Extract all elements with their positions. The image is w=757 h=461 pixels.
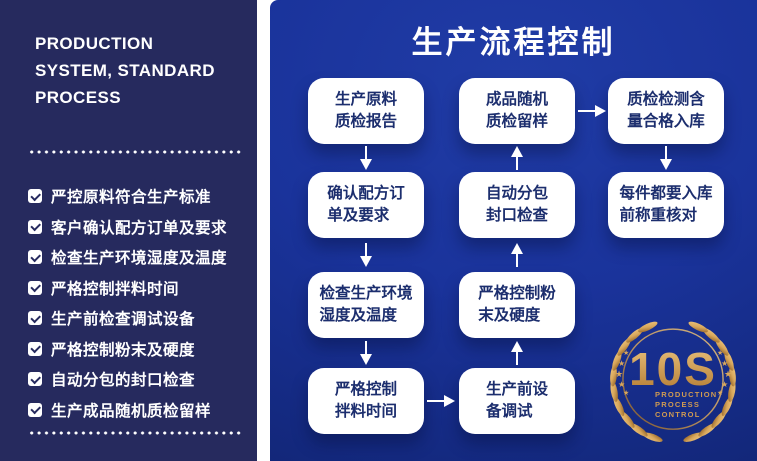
arrow-down-icon xyxy=(360,341,372,365)
flow-step-7: 自动分包 封口检查 xyxy=(459,172,575,238)
sidebar-heading-line: PROCESS xyxy=(35,88,121,107)
checklist-item: 生产前检查调试设备 xyxy=(28,308,227,328)
checkbox-icon xyxy=(28,250,42,264)
checkbox-icon xyxy=(28,219,42,234)
checklist-item-label: 生产前检查调试设备 xyxy=(51,311,196,328)
star-icon: ★ xyxy=(724,370,732,379)
checklist-item-label: 生产成品随机质检留样 xyxy=(51,402,212,420)
star-icon: ★ xyxy=(618,381,625,389)
checklist-item: 严格控制拌料时间 xyxy=(28,278,227,298)
badge-number: 10S xyxy=(596,342,750,396)
checklist-item: 自动分包的封口检查 xyxy=(28,369,227,389)
checklist-item-label: 检查生产环境湿度及温度 xyxy=(51,250,228,267)
star-icon: ★ xyxy=(623,350,629,357)
badge-caption-line: CONTROL xyxy=(655,410,701,419)
checkbox-icon xyxy=(28,311,42,325)
checklist-item: 生产成品随机质检留样 xyxy=(28,400,227,420)
checkbox-icon xyxy=(28,402,42,417)
star-icon: ★ xyxy=(618,360,625,368)
checkbox-icon xyxy=(28,280,42,295)
star-icon: ★ xyxy=(615,370,623,379)
star-icon: ★ xyxy=(721,381,728,389)
sidebar-heading: PRODUCTION SYSTEM, STANDARD PROCESS xyxy=(35,30,215,111)
flowchart-panel: 生产流程控制 生产原料 质检报告 确认配方订 单及要求 检查生产环境 湿度及温度… xyxy=(270,0,757,461)
flow-step-1: 生产原料 质检报告 xyxy=(308,78,424,144)
arrow-up-icon xyxy=(511,341,523,365)
flow-step-9: 质检检测含 量合格入库 xyxy=(608,78,724,144)
arrow-down-icon xyxy=(360,243,372,267)
badge-caption-line: PRODUCTION xyxy=(655,390,718,399)
flow-step-6: 严格控制粉 末及硬度 xyxy=(459,272,575,338)
flow-step-10: 每件都要入库 前称重核对 xyxy=(608,172,724,238)
checklist-item-label: 严控原料符合生产标准 xyxy=(51,189,212,206)
dotted-divider xyxy=(28,150,241,154)
checklist-item: 检查生产环境湿度及温度 xyxy=(28,247,227,267)
checkbox-icon xyxy=(28,189,42,203)
checklist-item-label: 客户确认配方订单及要求 xyxy=(51,219,228,237)
quality-badge: ★ ★ ★ ★ ★ ★ ★ ★ ★ ★ 10S PRODUCTION PROCE… xyxy=(596,306,750,460)
sidebar-heading-line: SYSTEM, STANDARD xyxy=(35,61,215,80)
star-icon: ★ xyxy=(623,390,629,397)
checklist-item: 严控原料符合生产标准 xyxy=(28,186,227,206)
arrow-down-icon xyxy=(660,146,672,170)
star-icon: ★ xyxy=(717,390,723,397)
arrow-right-icon xyxy=(578,105,606,117)
sidebar: PRODUCTION SYSTEM, STANDARD PROCESS 严控原料… xyxy=(0,0,257,461)
checklist-item: 客户确认配方订单及要求 xyxy=(28,217,227,237)
checkbox-icon xyxy=(28,372,42,386)
badge-caption-line: PROCESS xyxy=(655,400,701,409)
arrow-right-icon xyxy=(427,395,455,407)
flow-step-3: 检查生产环境 湿度及温度 xyxy=(308,272,424,338)
laurel-wreath-icon xyxy=(610,319,737,444)
arrow-up-icon xyxy=(511,243,523,267)
flow-step-5: 生产前设 备调试 xyxy=(459,368,575,434)
checkbox-icon xyxy=(28,341,42,356)
checklist: 严控原料符合生产标准 客户确认配方订单及要求 检查生产环境湿度及温度 严格控制拌… xyxy=(28,186,227,420)
checklist-item-label: 自动分包的封口检查 xyxy=(51,372,196,389)
flow-step-2: 确认配方订 单及要求 xyxy=(308,172,424,238)
checklist-item: 严格控制粉末及硬度 xyxy=(28,339,227,359)
flow-step-8: 成品随机 质检留样 xyxy=(459,78,575,144)
star-icon: ★ xyxy=(721,360,728,368)
sidebar-heading-line: PRODUCTION xyxy=(35,34,154,53)
dotted-divider xyxy=(28,431,241,435)
flow-step-4: 严格控制 拌料时间 xyxy=(308,368,424,434)
page-title: 生产流程控制 xyxy=(411,25,616,60)
star-icon: ★ xyxy=(717,350,723,357)
badge-caption: PRODUCTION PROCESS CONTROL xyxy=(655,390,717,420)
checklist-item-label: 严格控制拌料时间 xyxy=(51,280,180,298)
checklist-item-label: 严格控制粉末及硬度 xyxy=(51,341,196,359)
arrow-down-icon xyxy=(360,146,372,170)
arrow-up-icon xyxy=(511,146,523,170)
